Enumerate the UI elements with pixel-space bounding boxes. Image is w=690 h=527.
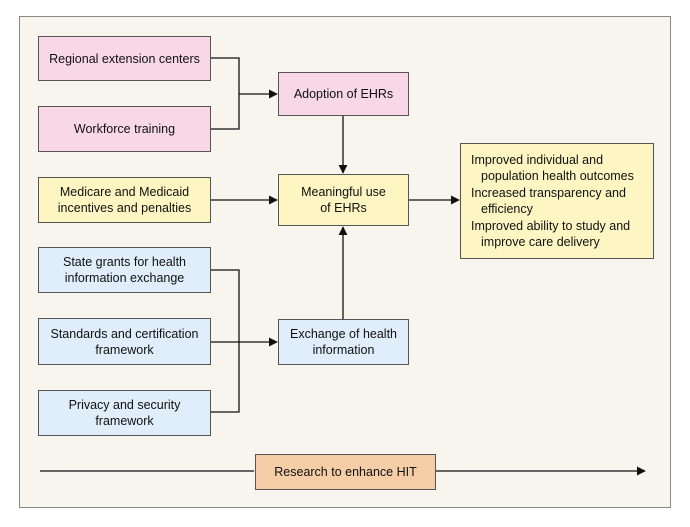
outcome-health: Improved individual and population healt…	[471, 153, 634, 183]
box-regional-extension-centers: Regional extension centers	[38, 36, 211, 81]
connector-psf	[211, 342, 240, 413]
box-workforce-training: Workforce training	[38, 106, 211, 152]
box-privacy-security: Privacy and security framework	[38, 390, 211, 436]
connector-rec	[211, 57, 240, 94]
label-state-grants: State grants for health information exch…	[63, 255, 186, 285]
label-workforce-training: Workforce training	[73, 122, 176, 136]
label-regional-extension-centers: Regional extension centers	[49, 51, 200, 66]
outcome-research: Improved ability to study and improve ca…	[471, 219, 631, 249]
connector-wft	[211, 94, 240, 130]
box-outcomes: Improved individual and population healt…	[460, 143, 654, 259]
box-exchange-health-information: Exchange of health information	[278, 319, 409, 365]
label-standards-certification: Standards and certification framework	[50, 326, 199, 357]
box-medicare-medicaid-incentives: Medicare and Medicaid incentives and pen…	[38, 177, 211, 223]
label-meaningful-use: Meaningful use of EHRs	[301, 185, 386, 215]
box-standards-certification: Standards and certification framework	[38, 318, 211, 365]
box-adoption-of-ehrs: Adoption of EHRs	[278, 72, 409, 116]
box-research-hit: Research to enhance HIT	[255, 454, 436, 490]
label-medicare-medicaid-incentives: Medicare and Medicaid incentives and pen…	[57, 185, 192, 215]
box-state-grants: State grants for health information exch…	[38, 247, 211, 293]
outcome-transparency: Increased transparency and efficiency	[471, 186, 626, 216]
label-privacy-security: Privacy and security framework	[68, 398, 181, 428]
label-exchange-health-information: Exchange of health information	[289, 327, 398, 357]
label-research-hit: Research to enhance HIT	[274, 465, 417, 479]
connector-sgh	[211, 269, 240, 342]
box-meaningful-use: Meaningful use of EHRs	[278, 174, 409, 226]
label-adoption-of-ehrs: Adoption of EHRs	[293, 87, 394, 101]
